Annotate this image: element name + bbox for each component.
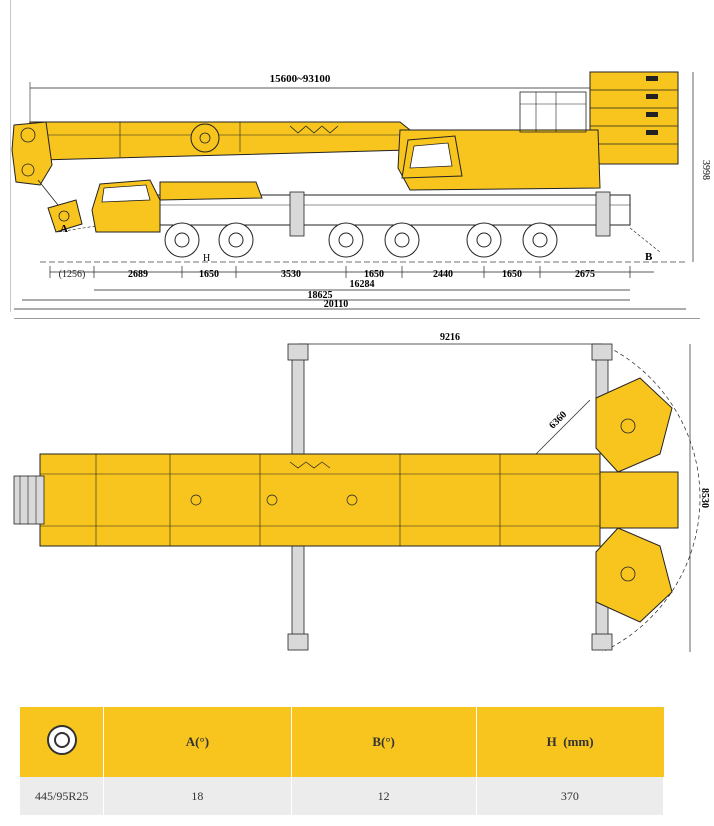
departure-angle-label: B <box>645 251 653 263</box>
ground-clearance-label: H <box>203 253 210 264</box>
table-row: 445/95R25 18 12 370 <box>20 777 665 815</box>
crane-side-view: 15600~93100 <box>11 71 711 310</box>
value-h-cell: 370 <box>476 777 665 815</box>
value-a-cell: 18 <box>103 777 292 815</box>
outrigger-width-label: 8530 <box>699 488 710 508</box>
segment-label-3: 3530 <box>281 269 301 280</box>
wheelbase-total-label: 16284 <box>350 279 375 290</box>
counterweight-top <box>595 377 679 623</box>
segment-label-7: 2675 <box>575 269 595 280</box>
segment-label-5: 2440 <box>433 269 453 280</box>
segment-label-1: 2689 <box>128 269 148 280</box>
segment-dimension-line <box>49 266 654 278</box>
header-a: A(°) <box>103 707 292 777</box>
boom-head-top <box>13 475 45 525</box>
crane-top-view: 9216 6360 8530 <box>13 332 710 653</box>
front-overhang-label: (1256) <box>59 269 86 280</box>
segment-label-2: 1650 <box>199 269 219 280</box>
hook-block <box>37 179 83 233</box>
header-h: H (mm) <box>476 707 664 777</box>
tire-spec-table: A(°) B(°) H (mm) 445/95R25 18 12 370 <box>20 707 665 815</box>
telescopic-boom <box>11 121 411 186</box>
carrier-cab <box>91 179 263 233</box>
approach-angle-label: A <box>60 223 68 235</box>
table-header-row: A(°) B(°) H (mm) <box>20 707 664 777</box>
segment-label-4: 1650 <box>364 269 384 280</box>
carrier-top-body <box>39 453 601 547</box>
overall-length-label: 18625 <box>308 290 333 301</box>
total-length-label: 20110 <box>324 299 348 310</box>
carrier-chassis <box>99 191 631 237</box>
tire-size-cell: 445/95R25 <box>20 777 105 815</box>
left-margin-line <box>10 0 11 312</box>
section-divider <box>14 318 700 319</box>
outrigger-length-label: 9216 <box>440 332 460 343</box>
height-label: 3998 <box>700 160 711 180</box>
segment-label-6: 1650 <box>502 269 522 280</box>
value-b-cell: 12 <box>291 777 477 815</box>
tire-icon-cell <box>20 707 105 777</box>
wheels <box>164 222 558 258</box>
tire-icon <box>46 725 77 755</box>
counterweight-stack <box>589 71 679 165</box>
superstructure <box>397 91 601 191</box>
boom-length-label: 15600~93100 <box>270 73 331 85</box>
counterweight-radius-label: 6360 <box>547 409 569 431</box>
header-b: B(°) <box>291 707 477 777</box>
